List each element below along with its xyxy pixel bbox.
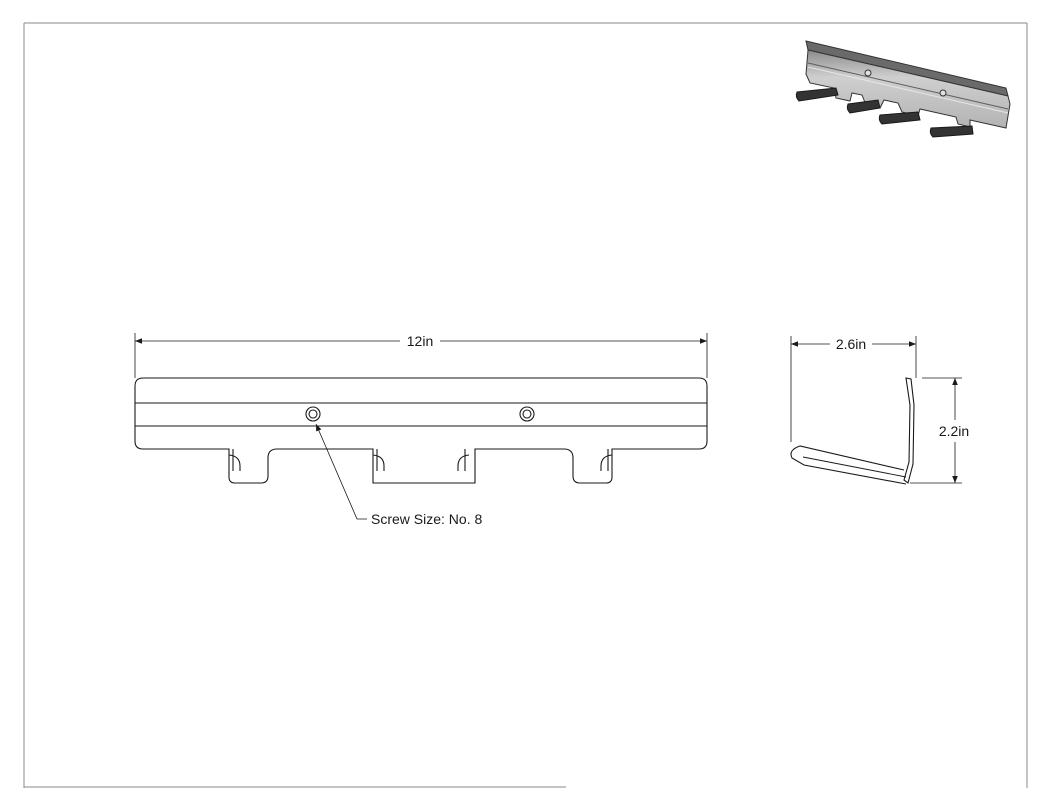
front-view	[134, 333, 708, 520]
iso-screw-hole-1	[864, 69, 872, 77]
front-hook-2	[372, 449, 385, 471]
screw-callout-label: Screw Size: No. 8	[371, 511, 482, 527]
isometric-preview	[795, 40, 1011, 138]
side-profile-plate	[903, 377, 915, 484]
sheet-border	[23, 22, 1028, 788]
height-dimension-label: 2.2in	[939, 423, 969, 439]
front-screw-hole-left	[305, 406, 321, 422]
front-hook-3	[457, 449, 470, 471]
depth-dimension-label: 2.6in	[836, 336, 866, 352]
iso-hook-arm-3	[878, 111, 921, 125]
front-bar-outline	[134, 377, 708, 484]
width-dimension-label: 12in	[407, 333, 433, 349]
front-screw-hole-right	[519, 406, 535, 422]
iso-hook-arm-4	[929, 125, 974, 138]
front-hook-1	[228, 449, 241, 471]
side-view	[790, 336, 962, 485]
iso-hook-arm-1	[795, 87, 839, 102]
iso-screw-hole-2	[939, 89, 947, 97]
side-profile-arm	[790, 445, 907, 485]
front-hook-4	[600, 449, 613, 471]
screw-callout-leader	[315, 423, 367, 520]
iso-hook-arm-2	[846, 99, 881, 114]
